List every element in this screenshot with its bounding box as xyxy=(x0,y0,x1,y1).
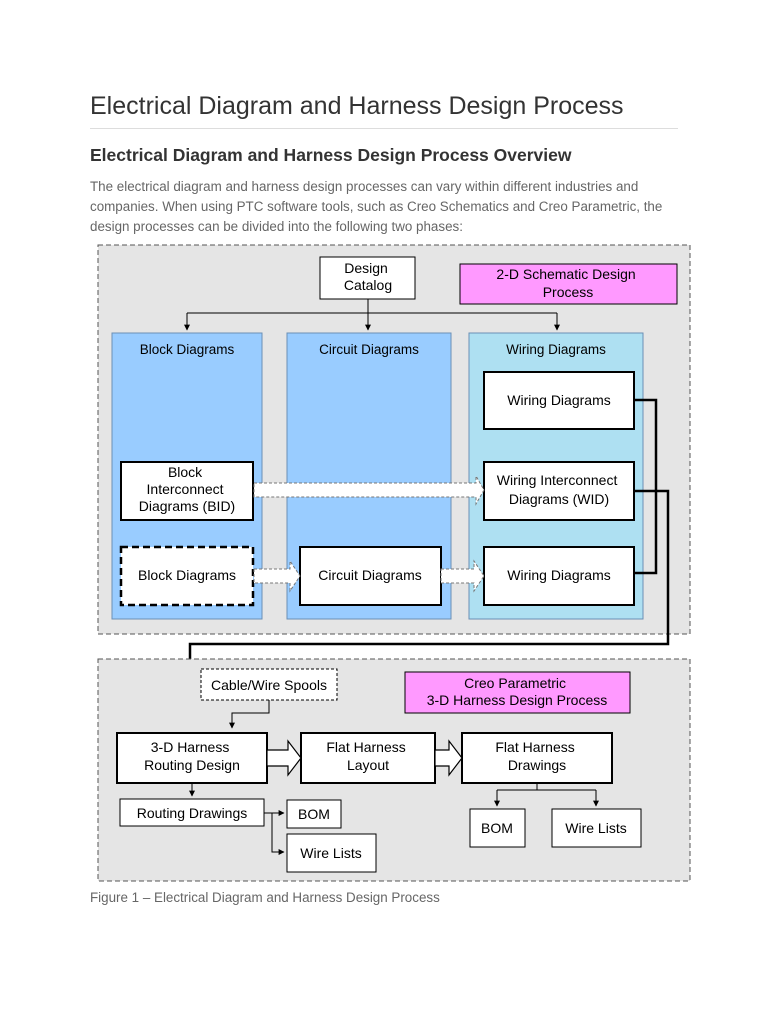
wire-lists-left-label: Wire Lists xyxy=(300,845,361,861)
block-diagrams-label: Block Diagrams xyxy=(138,567,236,583)
page-title: Electrical Diagram and Harness Design Pr… xyxy=(90,92,624,120)
cable-wire-spools-box xyxy=(200,668,338,701)
block-diagrams-column-label: Block Diagrams xyxy=(140,342,235,357)
flat-drawings-box xyxy=(461,732,613,784)
circuit-diagrams-column-label: Circuit Diagrams xyxy=(319,342,419,357)
wiring-diagrams-top-box xyxy=(483,371,635,430)
circuit-diagrams-label: Circuit Diagrams xyxy=(318,567,421,583)
wiring-diagrams-column-label: Wiring Diagrams xyxy=(506,342,606,357)
bom-right-box xyxy=(469,808,526,848)
wire-lists-right-box xyxy=(551,808,642,848)
wiring-diagrams-top-label: Wiring Diagrams xyxy=(507,392,610,408)
routing-drawings-outputs xyxy=(264,810,285,855)
process-diagram: Block Diagrams Circuit Diagrams Wiring D… xyxy=(97,244,691,882)
flat-layout-box xyxy=(300,732,436,784)
harness-phase-label-box xyxy=(404,671,631,714)
wiring-diagrams-bottom-box xyxy=(483,546,635,606)
flat-drawings-label: Flat Harness Drawings xyxy=(495,739,578,773)
bom-left-box xyxy=(286,799,342,829)
wid-label: Wiring Interconnect Diagrams (WID) xyxy=(497,472,622,507)
harness-phase-label: Creo Parametric 3-D Harness Design Proce… xyxy=(427,675,608,708)
bid-box xyxy=(120,461,254,521)
schematic-phase-label-box xyxy=(459,263,678,305)
routing-drawings-label: Routing Drawings xyxy=(137,805,248,821)
bid-to-wid-arrow xyxy=(253,474,485,506)
flat-drawings-outputs xyxy=(494,783,599,807)
wire-lists-left-box xyxy=(286,833,377,873)
routing-drawings-box xyxy=(119,798,265,827)
wiring-diagrams-bottom-label: Wiring Diagrams xyxy=(507,567,610,583)
flat-layout-label: Flat Harness Layout xyxy=(326,739,409,773)
harness-routing-label: 3-D Harness Routing Design xyxy=(144,739,240,773)
bom-left-label: BOM xyxy=(298,806,330,822)
spools-connector xyxy=(229,700,270,729)
bom-right-label: BOM xyxy=(481,820,513,836)
routing-to-layout-arrow xyxy=(266,739,302,777)
layout-to-drawings-arrow xyxy=(434,739,463,777)
block-diagrams-box xyxy=(119,545,255,607)
cable-wire-spools-label: Cable/Wire Spools xyxy=(211,677,327,693)
schematic-phase-label: 2-D Schematic Design Process xyxy=(496,266,639,300)
catalog-connectors xyxy=(184,299,560,331)
design-catalog-box xyxy=(319,256,416,300)
intro-paragraph: The electrical diagram and harness desig… xyxy=(90,179,663,234)
wire-lists-right-label: Wire Lists xyxy=(565,820,626,836)
design-catalog-label: Design Catalog xyxy=(344,260,392,293)
wid-box xyxy=(483,461,635,521)
figure-caption: Figure 1 – Electrical Diagram and Harnes… xyxy=(90,890,440,905)
section-title: Electrical Diagram and Harness Design Pr… xyxy=(90,145,572,165)
block-to-circuit-arrow xyxy=(253,559,301,593)
title-divider xyxy=(90,128,678,129)
circuit-diagrams-box xyxy=(299,546,442,606)
bid-label: Block Interconnect Diagrams (BID) xyxy=(139,464,235,514)
circuit-to-wiring-arrow xyxy=(440,559,485,593)
